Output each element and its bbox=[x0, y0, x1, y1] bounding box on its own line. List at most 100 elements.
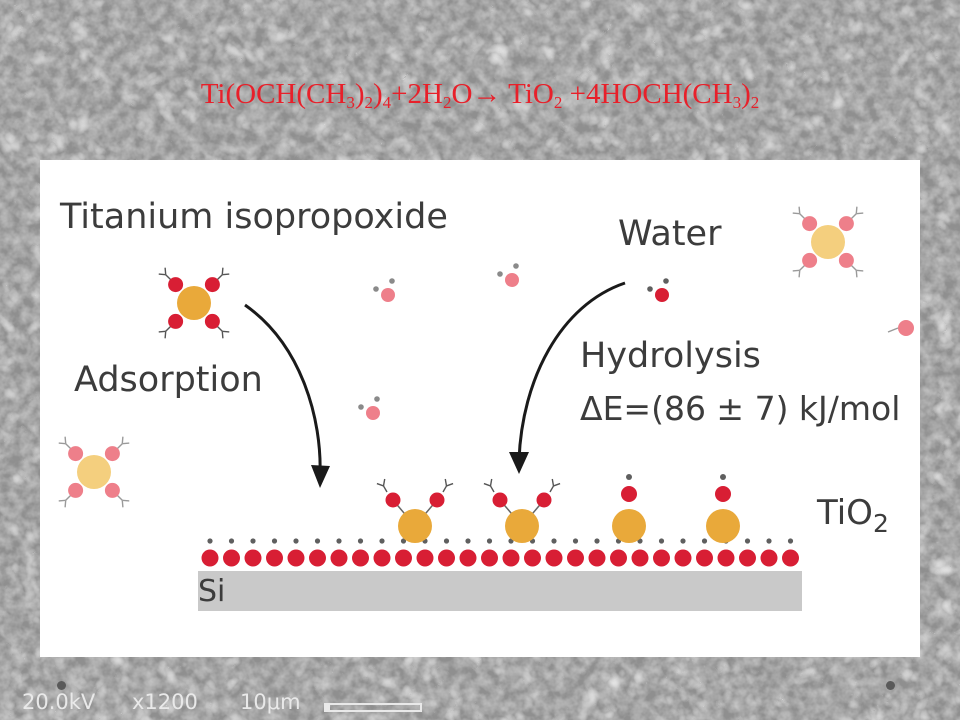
methyl-bond bbox=[376, 482, 384, 487]
oxygen-atom bbox=[104, 482, 120, 498]
oxygen-atom bbox=[621, 486, 637, 502]
methyl-bond bbox=[221, 267, 224, 275]
hydrolysis-label: Hydrolysis bbox=[580, 336, 761, 376]
surface-oxygen-atom bbox=[696, 549, 713, 567]
surface-hydrogen-atom bbox=[207, 538, 213, 544]
hydrolysis-arrow bbox=[517, 281, 626, 461]
oxygen-atom bbox=[802, 252, 818, 268]
methyl-bond bbox=[382, 485, 388, 493]
eq-part: O→ TiO bbox=[451, 78, 554, 110]
ald-diagram-panel: Titanium isopropoxide Water Adsorption H… bbox=[40, 160, 920, 657]
surface-oxygen-atom bbox=[395, 549, 412, 567]
bond bbox=[887, 327, 899, 333]
titanium-atom bbox=[177, 286, 211, 320]
methyl-bond bbox=[483, 482, 491, 487]
eq-part: ) bbox=[373, 78, 383, 110]
oxygen-atom bbox=[505, 273, 519, 287]
methyl-bond bbox=[446, 482, 454, 487]
tio2-label-main: TiO bbox=[817, 493, 873, 533]
eq-part: Ti(OCH(CH bbox=[200, 78, 347, 110]
oxygen-atom bbox=[385, 492, 401, 508]
sem-scale-bar bbox=[324, 703, 422, 712]
oxygen-atom bbox=[104, 446, 120, 462]
surface-hydrogen-atom bbox=[314, 538, 321, 544]
titanium-atom bbox=[398, 509, 432, 543]
hydrogen-atom bbox=[626, 474, 632, 480]
hydrogen-atom bbox=[513, 263, 519, 269]
surface-hydrogen-atom bbox=[680, 538, 686, 544]
methyl-bond bbox=[382, 478, 386, 487]
methyl-bond bbox=[222, 330, 230, 333]
corner-dot-left bbox=[57, 681, 66, 690]
methyl-bond bbox=[121, 436, 124, 444]
surface-oxygen-atom bbox=[567, 549, 584, 567]
surface-oxygen-atom bbox=[782, 549, 799, 567]
titanium-atom bbox=[77, 455, 111, 489]
oxygen-atom bbox=[381, 288, 395, 302]
methyl-bond bbox=[489, 485, 495, 493]
methyl-bond bbox=[792, 269, 800, 272]
methyl-bond bbox=[799, 213, 806, 220]
surface-oxygen-atom bbox=[287, 549, 305, 567]
methyl-bond bbox=[158, 330, 166, 333]
surface-oxygen-atom bbox=[309, 549, 326, 567]
silicon-substrate bbox=[198, 571, 802, 611]
hydrogen-atom bbox=[374, 396, 380, 402]
sem-magnification: x1200 bbox=[132, 690, 198, 714]
surface-hydrogen-atom bbox=[572, 538, 579, 544]
oxygen-atom bbox=[715, 486, 731, 502]
oxygen-atom bbox=[429, 492, 445, 508]
methyl-bond bbox=[65, 443, 72, 450]
surface-hydrogen-atom bbox=[594, 538, 600, 544]
water-label: Water bbox=[618, 214, 722, 254]
methyl-bond bbox=[798, 206, 801, 214]
methyl-bond bbox=[58, 442, 66, 445]
adsorption-arrowhead bbox=[311, 465, 330, 488]
silicon-label: Si bbox=[198, 574, 226, 609]
methyl-bond bbox=[164, 331, 167, 339]
oxygen-atom bbox=[655, 288, 669, 302]
surface-hydrogen-atom bbox=[379, 538, 385, 544]
methyl-bond bbox=[489, 478, 493, 487]
hydrogen-atom bbox=[663, 278, 669, 284]
hydrogen-atom bbox=[358, 404, 364, 410]
surface-hydrogen-atom bbox=[443, 538, 450, 544]
methyl-bond bbox=[65, 494, 72, 501]
methyl-bond bbox=[798, 270, 801, 278]
surface-oxygen-atom bbox=[330, 549, 348, 567]
methyl-bond bbox=[165, 274, 172, 281]
eq-part: +4HOCH(CH bbox=[562, 78, 733, 110]
surface-hydrogen-atom bbox=[787, 538, 794, 544]
corner-dot-right bbox=[886, 681, 895, 690]
surface-hydrogen-atom bbox=[357, 538, 364, 544]
oxygen-atom bbox=[536, 492, 552, 508]
surface-oxygen-atom bbox=[653, 549, 670, 567]
eq-part: ) bbox=[741, 78, 751, 110]
eq-subscript: 2 bbox=[750, 93, 760, 112]
oxygen-atom bbox=[204, 277, 220, 293]
surface-hydrogen-atom bbox=[658, 538, 665, 544]
surface-oxygen-atom bbox=[502, 549, 520, 567]
surface-oxygen-atom bbox=[266, 549, 283, 567]
methyl-bond bbox=[553, 482, 561, 487]
surface-oxygen-atom bbox=[416, 549, 434, 567]
surface-oxygen-atom bbox=[524, 549, 541, 567]
eq-subscript: 2 bbox=[364, 93, 374, 112]
surface-hydrogen-atom bbox=[551, 538, 557, 544]
titanium-atom bbox=[612, 509, 646, 543]
titanium-atom bbox=[706, 509, 740, 543]
hydrolysis-arrowhead bbox=[509, 452, 529, 474]
methyl-bond bbox=[158, 273, 166, 276]
oxygen-atom bbox=[168, 277, 184, 293]
methyl-bond bbox=[222, 273, 230, 276]
methyl-bond bbox=[216, 325, 223, 332]
surface-oxygen-atom bbox=[373, 549, 391, 567]
methyl-bond bbox=[799, 264, 806, 271]
titanium-atom bbox=[505, 509, 539, 543]
activation-energy-label: ΔE=(86 ± 7) kJ/mol bbox=[580, 389, 901, 428]
methyl-bond bbox=[856, 212, 864, 215]
eq-part: +2H bbox=[391, 78, 443, 110]
surface-oxygen-atom bbox=[717, 549, 735, 567]
adsorption-label: Adsorption bbox=[74, 360, 263, 400]
methyl-bond bbox=[549, 485, 555, 493]
